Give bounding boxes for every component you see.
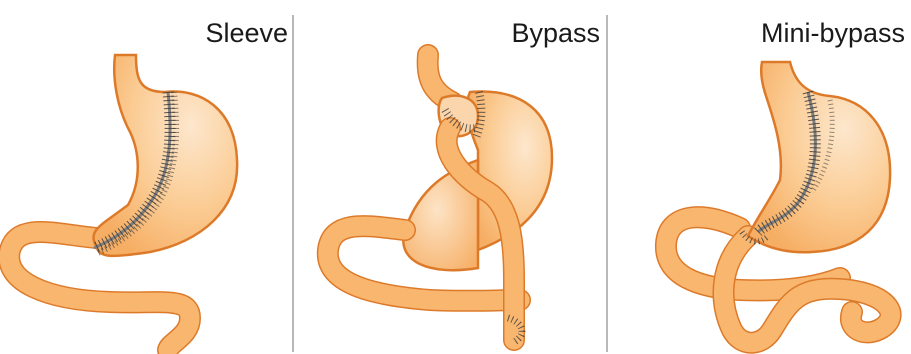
mini-bypass-panel: Mini-bypass — [666, 18, 905, 343]
panel-title-sleeve: Sleeve — [205, 18, 288, 48]
bypass-panel: Bypass — [328, 18, 600, 342]
sleeve-panel: Sleeve — [9, 18, 288, 350]
panel-title-mini-bypass: Mini-bypass — [761, 18, 905, 48]
panel-title-bypass: Bypass — [511, 18, 600, 48]
